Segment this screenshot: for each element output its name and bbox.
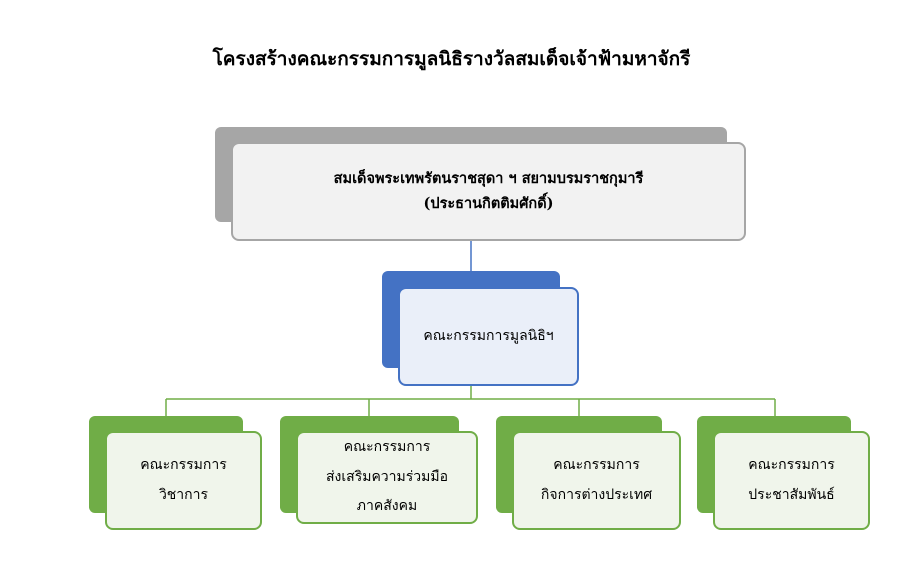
node-academic-committee-card: คณะกรรมการ วิชาการ (105, 431, 262, 530)
node-honorary-president-label: สมเด็จพระเทพรัตนราชสุดา ฯ สยามบรมราชกุมา… (333, 169, 644, 212)
node-foreign-affairs-committee-card: คณะกรรมการ กิจการต่างประเทศ (512, 431, 681, 530)
node-foundation-committee-label: คณะกรรมการมูลนิธิฯ (423, 328, 554, 345)
node-social-cooperation-committee-card: คณะกรรมการ ส่งเสริมความร่วมมือ ภาคสังคม (296, 431, 478, 524)
diagram-title: โครงสร้างคณะกรรมการมูลนิธิรางวัลสมเด็จเจ… (212, 48, 691, 70)
node-honorary-president-card: สมเด็จพระเทพรัตนราชสุดา ฯ สยามบรมราชกุมา… (231, 142, 746, 241)
node-academic-committee-label: คณะกรรมการ วิชาการ (140, 457, 227, 503)
node-public-relations-committee-label: คณะกรรมการ ประชาสัมพันธ์ (748, 457, 835, 503)
node-public-relations-committee-card: คณะกรรมการ ประชาสัมพันธ์ (713, 431, 870, 530)
node-social-cooperation-committee-label: คณะกรรมการ ส่งเสริมความร่วมมือ ภาคสังคม (325, 439, 449, 515)
node-foundation-committee-card: คณะกรรมการมูลนิธิฯ (398, 287, 579, 386)
node-foreign-affairs-committee-label: คณะกรรมการ กิจการต่างประเทศ (540, 457, 653, 503)
